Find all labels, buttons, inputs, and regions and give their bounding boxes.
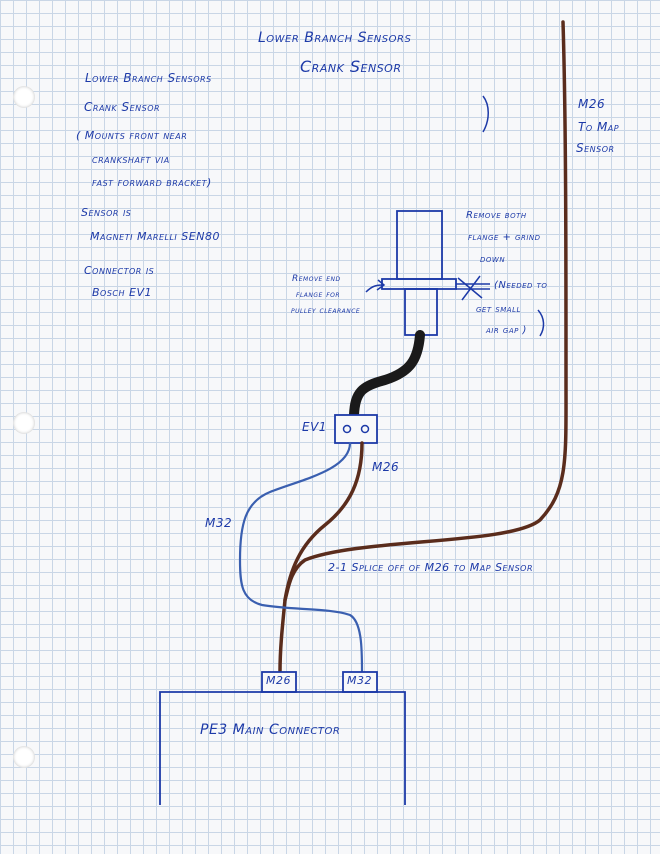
label-m26-top-2: To Map xyxy=(578,120,620,134)
sensor-cable xyxy=(349,330,425,420)
binder-hole-top xyxy=(13,86,35,108)
label-remove-both-1: Remove both xyxy=(466,210,527,221)
label-ev1: EV1 xyxy=(302,420,327,434)
crank-sensor-tip xyxy=(404,288,438,336)
label-m26-top-3: Sensor xyxy=(576,141,615,155)
cross-out-mark xyxy=(457,275,483,301)
label-remove-flange-2: flange for xyxy=(296,290,341,300)
label-get-small-1: get small xyxy=(476,304,521,315)
notes-mount-2: crankshaft via xyxy=(92,153,170,166)
flange-arrow xyxy=(365,279,386,293)
label-remove-flange-1: Remove end xyxy=(292,274,341,284)
label-splice: 2-1 Splice off of M26 to Map Sensor xyxy=(328,561,534,574)
binder-hole-middle xyxy=(13,412,35,434)
pin-label-m26: M26 xyxy=(266,674,291,687)
label-m26-top-1: M26 xyxy=(578,97,606,111)
notes-connector-2: Bosch EV1 xyxy=(92,286,152,299)
crank-sensor-flange xyxy=(381,278,457,290)
notes-connector-1: Connector is xyxy=(84,264,155,277)
header-title-line2: Crank Sensor xyxy=(300,57,402,76)
crank-sensor-body xyxy=(396,210,443,280)
notes-mount-3: fast forward bracket) xyxy=(92,176,212,189)
label-m26-mid: M26 xyxy=(372,460,400,474)
label-get-small-2: air gap ) xyxy=(486,325,527,336)
label-remove-both-3: down xyxy=(480,254,506,265)
label-remove-flange-3: pulley clearance xyxy=(291,306,361,316)
m26-wire xyxy=(278,441,364,674)
pin-label-m32: M32 xyxy=(347,674,372,687)
notes-sensor-2: Magneti Marelli SEN80 xyxy=(90,230,220,243)
notes-mount-1: ( Mounts front near xyxy=(76,129,188,142)
header-title-line1: Lower Branch Sensors xyxy=(258,30,412,46)
label-m32: M32 xyxy=(205,516,233,530)
label-needed-to: (Needed to xyxy=(494,280,548,291)
pe3-main-connector xyxy=(159,691,406,805)
m32-wire xyxy=(238,441,364,674)
binder-hole-bottom xyxy=(13,746,35,768)
label-remove-both-2: flange + grind xyxy=(468,232,541,243)
notes-sensor-1: Sensor is xyxy=(81,206,132,219)
notes-title1: Lower Branch Sensors xyxy=(85,71,212,85)
label-main-connector: PE3 Main Connector xyxy=(200,722,341,738)
ev1-connector xyxy=(334,414,378,444)
m26-wire-to-map-sensor xyxy=(283,20,568,602)
notes-title2: Crank Sensor xyxy=(84,100,161,114)
